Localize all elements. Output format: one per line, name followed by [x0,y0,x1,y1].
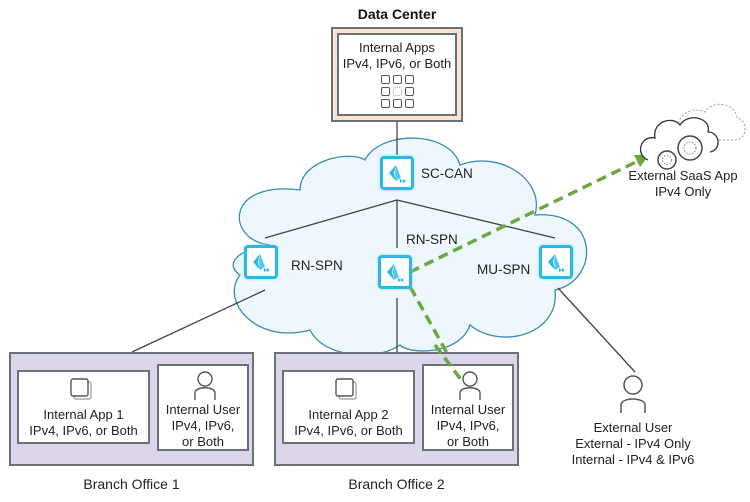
person-icon [194,371,216,400]
cloud-gears-icon [639,103,746,170]
internal-apps-protocol: IPv4, IPv6, or Both [342,56,452,71]
data-center-box: Internal Apps IPv4, IPv6, or Both [331,27,463,122]
sc-can-label: SC-CAN [421,166,473,181]
prisma-access-icon [387,264,404,282]
internal-user-2-protocol: IPv4, IPv6, [436,418,500,433]
rn-spn-left-label: RN-SPN [291,258,343,273]
rn-spn-center-node[interactable] [378,255,412,289]
internal-user-1-label: Internal User [165,402,241,417]
prisma-access-icon [389,165,406,183]
link-rnspn-branch1 [131,289,266,353]
internal-user-1-protocol-cont: or Both [182,434,224,449]
link-sccan-muspn [396,199,556,239]
prisma-access-icon [253,254,270,272]
person-icon [459,371,481,400]
sc-can-node[interactable] [380,156,414,190]
branch-office-2-box: Internal App 2 IPv4, IPv6, or Both Inter… [274,352,519,466]
data-center-title: Data Center [357,6,437,22]
internal-user-1-protocol: IPv4, IPv6, [171,418,235,433]
app-window-icon [335,378,357,400]
saas-app-protocol: IPv4 Only [654,184,712,199]
external-user-icon [620,375,646,413]
internal-app-1-box[interactable]: Internal App 1 IPv4, IPv6, or Both [17,370,150,444]
internal-user-1-box[interactable]: Internal User IPv4, IPv6, or Both [157,364,249,451]
link-sccan-rnspn-left [264,199,398,239]
branch-office-1-label: Branch Office 1 [83,476,180,492]
internal-user-2-box[interactable]: Internal User IPv4, IPv6, or Both [422,364,514,451]
internal-apps-box[interactable]: Internal Apps IPv4, IPv6, or Both [337,33,457,116]
external-user-internal-protocol: Internal - IPv4 & IPv6 [571,452,695,467]
app-window-icon [70,378,92,400]
mu-spn-node[interactable] [539,245,573,279]
link-muspn-extuser [557,287,636,373]
internal-app-1-label: Internal App 1 [43,407,124,422]
rn-spn-center-label: RN-SPN [406,232,458,247]
internal-app-2-box[interactable]: Internal App 2 IPv4, IPv6, or Both [282,370,415,444]
rn-spn-left-node[interactable] [244,245,278,279]
prisma-access-icon [548,254,565,272]
internal-app-2-label: Internal App 2 [308,407,389,422]
internal-app-2-protocol: IPv4, IPv6, or Both [294,423,403,438]
internal-user-2-label: Internal User [430,402,506,417]
internal-user-2-protocol-cont: or Both [447,434,489,449]
internal-apps-label: Internal Apps [359,40,435,55]
branch-office-2-label: Branch Office 2 [348,476,445,492]
internal-app-1-protocol: IPv4, IPv6, or Both [29,423,138,438]
network-cloud [232,137,588,356]
saas-app-label: External SaaS App [628,168,738,183]
app-grid-icon [380,75,414,108]
branch-office-1-box: Internal App 1 IPv4, IPv6, or Both Inter… [9,352,254,466]
dashed-path-rnspn-saas [409,158,641,274]
external-user-label: External User [593,420,673,435]
external-user-external-protocol: External - IPv4 Only [575,436,691,451]
mu-spn-label: MU-SPN [477,262,531,277]
